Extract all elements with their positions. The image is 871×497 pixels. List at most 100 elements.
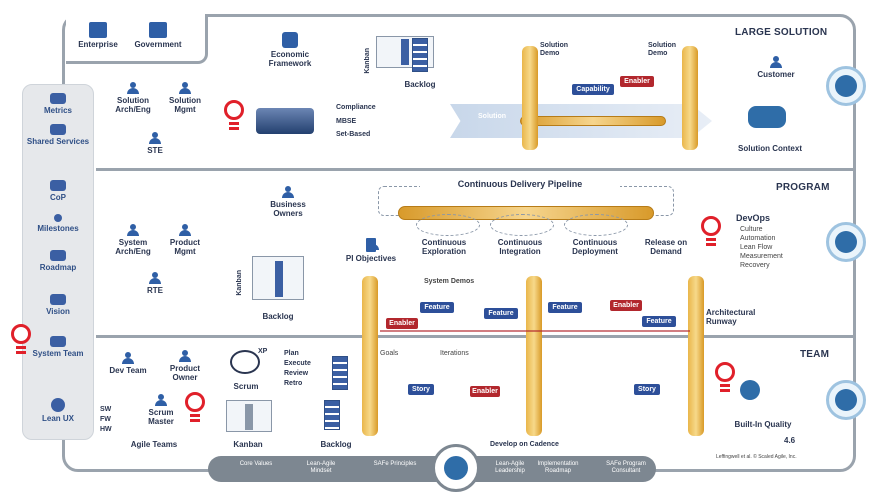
- foundation-implementation-roadmap[interactable]: Implementation Roadmap: [537, 461, 579, 474]
- devops-item-automation: Automation: [740, 235, 776, 242]
- system-demos-label: System Demos: [424, 278, 475, 285]
- band-title-program: PROGRAM: [776, 182, 830, 193]
- business-owners[interactable]: Business Owners: [262, 186, 314, 218]
- scrum-master[interactable]: Scrum Master: [140, 394, 182, 426]
- system-team-icon: [50, 336, 66, 347]
- devops-title: DevOps: [736, 213, 771, 223]
- scrum-label: Scrum: [233, 382, 259, 391]
- cdp-step-release[interactable]: Release on Demand: [644, 238, 688, 256]
- enabler-card-2[interactable]: Enabler: [610, 300, 642, 311]
- government-icon: [149, 22, 167, 38]
- pi-objectives-icon: [366, 238, 379, 252]
- role-system-arch[interactable]: System Arch/Eng: [108, 224, 158, 256]
- team-backlog-stack-2[interactable]: [324, 400, 340, 430]
- product-owner[interactable]: Product Owner: [164, 350, 206, 382]
- copyright-label: Leffingwell et al. © Scaled Agile, Inc.: [716, 454, 797, 460]
- band-title-team: TEAM: [800, 349, 830, 360]
- cdp-step-integration[interactable]: Continuous Integration: [497, 238, 543, 256]
- large-solution-round-icon: [826, 66, 866, 106]
- lightbulb-icon: [184, 392, 206, 426]
- foundation-spc[interactable]: SAFe Program Consultant: [606, 461, 646, 474]
- devops-item-culture: Culture: [740, 226, 763, 233]
- band-separator-program: [96, 168, 854, 171]
- band-separator-team: [96, 335, 854, 338]
- set-based-label: Set-Based: [336, 131, 371, 138]
- cdp-step-exploration[interactable]: Continuous Exploration: [421, 238, 467, 256]
- mbse-label: MBSE: [336, 118, 357, 125]
- metrics-icon: [50, 93, 66, 104]
- team-round-icon: [826, 380, 866, 420]
- capability-card[interactable]: Capability: [572, 84, 614, 95]
- role-ste-solution[interactable]: STE: [140, 132, 170, 155]
- story-card-1[interactable]: Story: [408, 384, 434, 395]
- pi-pillar-2: [526, 276, 542, 436]
- story-enabler-card[interactable]: Enabler: [470, 386, 500, 397]
- devops-item-measurement: Measurement: [740, 253, 783, 260]
- solution-context-icon: [748, 106, 786, 128]
- pi-objectives[interactable]: PI Objectives: [336, 238, 406, 263]
- cdp-step-deployment[interactable]: Continuous Deployment: [572, 238, 618, 256]
- sidebar-item-metrics[interactable]: Metrics: [22, 93, 94, 115]
- role-product-mgmt[interactable]: Product Mgmt: [160, 224, 210, 256]
- cdp-loop-1: [416, 214, 480, 236]
- scrum-cycle-icon: [230, 350, 260, 374]
- practice-retro: Retro: [284, 380, 303, 387]
- foundation-core-values[interactable]: Core Values: [239, 461, 273, 467]
- built-in-quality-icon: [740, 380, 760, 400]
- built-in-quality-label: Built-In Quality: [734, 420, 792, 429]
- lightbulb-icon: [700, 216, 722, 250]
- cdp-loop-2: [490, 214, 554, 236]
- iterations-label: Iterations: [440, 350, 469, 357]
- lean-agile-leadership-icon[interactable]: [432, 444, 480, 492]
- sidebar-item-system-team[interactable]: System Team: [30, 336, 86, 358]
- feature-card-4[interactable]: Feature: [642, 316, 676, 327]
- sidebar-item-shared-services[interactable]: Shared Services: [22, 124, 94, 146]
- compliance-label: Compliance: [336, 104, 376, 111]
- feature-card-1[interactable]: Feature: [420, 302, 454, 313]
- solution-backlog-stack[interactable]: [412, 38, 428, 72]
- compliance-platform: [256, 108, 314, 134]
- team-backlog-label: Backlog: [320, 440, 352, 449]
- role-rte[interactable]: RTE: [140, 272, 170, 295]
- cop-icon: [50, 180, 66, 191]
- dev-team[interactable]: Dev Team: [108, 352, 148, 375]
- solution-train-bar: [520, 116, 666, 126]
- team-kanban-board[interactable]: [226, 400, 272, 432]
- program-kanban-board[interactable]: [252, 256, 304, 300]
- tab-government[interactable]: Government: [130, 22, 186, 49]
- customer[interactable]: Customer: [748, 56, 804, 79]
- practice-review: Review: [284, 370, 309, 377]
- economic-framework[interactable]: Economic Framework: [258, 32, 322, 68]
- foundation-lean-agile-mindset[interactable]: Lean-Agile Mindset: [306, 461, 336, 474]
- version-label: 4.6: [784, 436, 796, 445]
- xp-label: XP: [258, 348, 268, 355]
- pi-pillar-1: [362, 276, 378, 436]
- agile-teams-label: Agile Teams: [130, 440, 178, 449]
- goals-label: Goals: [380, 350, 399, 357]
- foundation-safe-principles[interactable]: SAFe Principles: [373, 461, 417, 467]
- enabler-card-1[interactable]: Enabler: [386, 318, 418, 329]
- economic-framework-icon: [282, 32, 298, 48]
- program-kanban-label: Kanban: [236, 270, 243, 296]
- story-card-2[interactable]: Story: [634, 384, 660, 395]
- develop-on-cadence-label: Develop on Cadence: [490, 441, 559, 448]
- lean-ux-icon: [51, 398, 65, 412]
- feature-card-2[interactable]: Feature: [484, 308, 518, 319]
- sidebar-item-lean-ux[interactable]: Lean UX: [22, 398, 94, 423]
- spanning-palette: [22, 84, 94, 440]
- tab-enterprise[interactable]: Enterprise: [72, 22, 124, 49]
- devops-item-lean-flow: Lean Flow: [740, 244, 773, 251]
- feature-card-3[interactable]: Feature: [548, 302, 582, 313]
- sidebar-item-roadmap[interactable]: Roadmap: [22, 250, 94, 272]
- sidebar-item-cop[interactable]: CoP: [22, 180, 94, 202]
- milestones-icon: [54, 214, 62, 222]
- role-solution-arch[interactable]: Solution Arch/Eng: [108, 82, 158, 114]
- pi-pillar-3: [688, 276, 704, 436]
- role-solution-mgmt[interactable]: Solution Mgmt: [160, 82, 210, 114]
- sidebar-item-vision[interactable]: Vision: [22, 294, 94, 316]
- team-backlog-stack-1[interactable]: [332, 356, 348, 390]
- program-backlog-label: Backlog: [262, 312, 294, 321]
- sidebar-item-milestones[interactable]: Milestones: [22, 214, 94, 233]
- solution-enabler-card[interactable]: Enabler: [620, 76, 654, 87]
- foundation-lean-agile-leadership[interactable]: Lean-Agile Leadership: [495, 461, 525, 474]
